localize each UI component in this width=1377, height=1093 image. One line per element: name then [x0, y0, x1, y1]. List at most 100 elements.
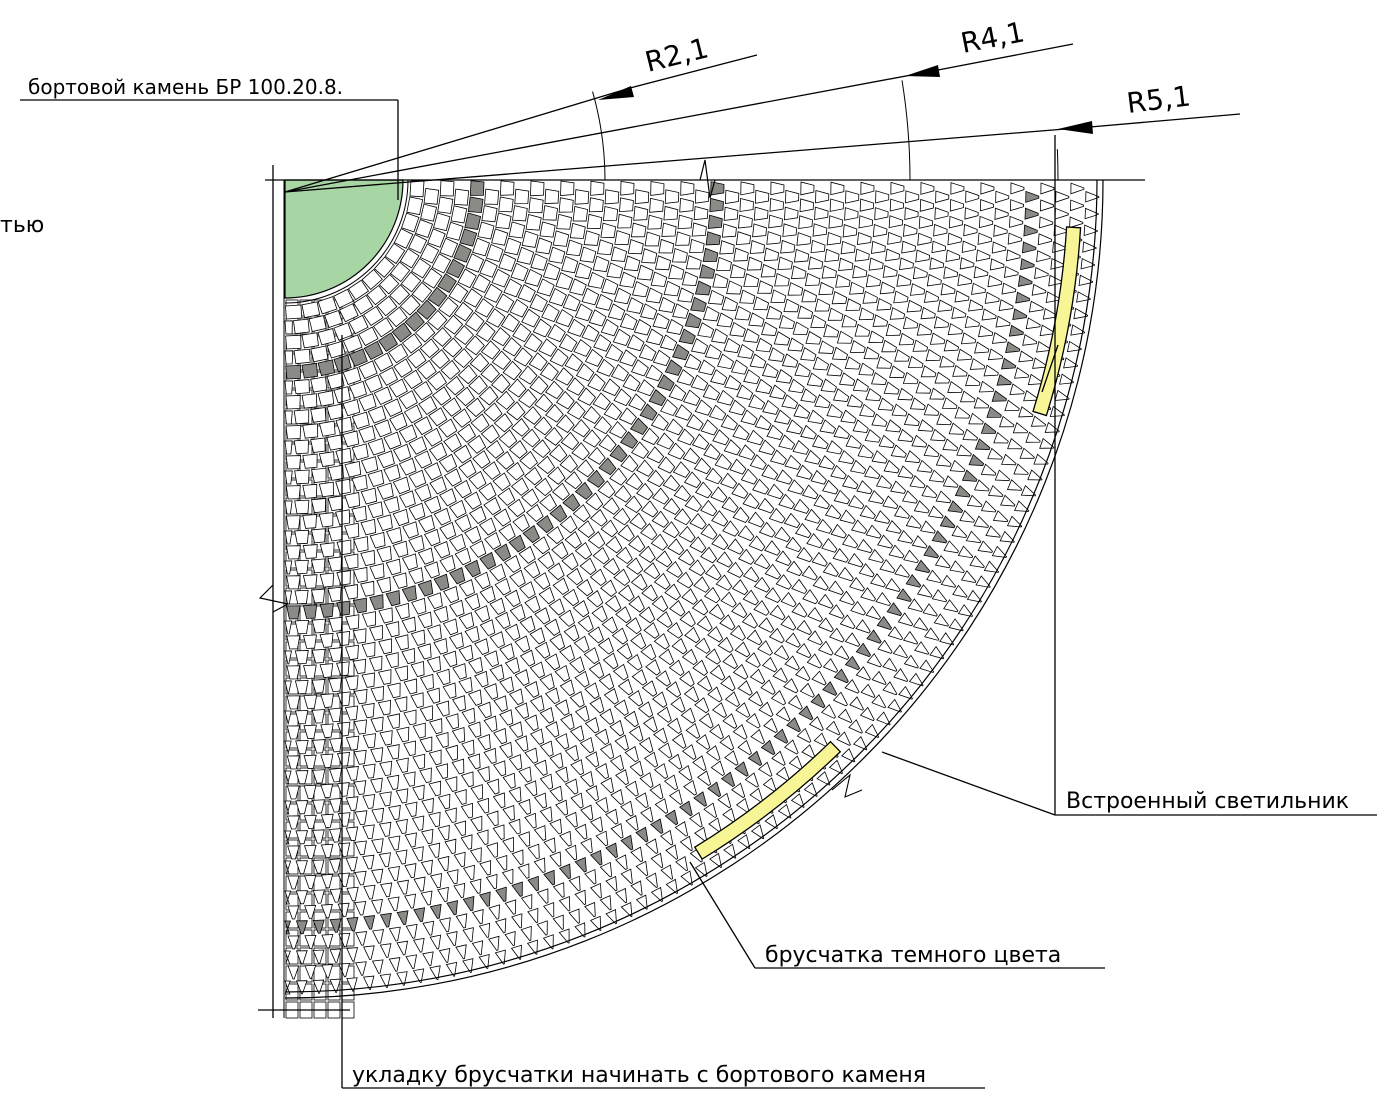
paver — [444, 807, 457, 824]
paver — [536, 278, 555, 297]
paver — [668, 264, 685, 280]
paver — [857, 444, 874, 459]
paver — [474, 571, 491, 590]
paver — [504, 623, 521, 641]
paver — [625, 815, 639, 831]
paver — [1049, 405, 1065, 417]
paver — [470, 413, 490, 433]
paver — [856, 480, 873, 495]
paver — [389, 261, 411, 283]
paver — [670, 696, 686, 713]
paver — [395, 818, 408, 835]
paver — [329, 978, 342, 993]
paver — [287, 965, 300, 980]
paver — [504, 930, 516, 947]
paver — [573, 338, 592, 357]
paver — [627, 239, 644, 255]
paver — [539, 740, 554, 757]
paver — [484, 531, 502, 550]
paver — [639, 772, 654, 789]
paver — [574, 670, 590, 688]
paver — [1084, 207, 1099, 220]
radius-leader-r21-ext — [629, 54, 758, 89]
paver — [707, 289, 725, 305]
paver — [427, 592, 443, 610]
paver — [554, 664, 570, 682]
paver — [548, 287, 567, 307]
paver — [753, 553, 771, 570]
paver — [367, 405, 387, 424]
paver — [898, 685, 913, 700]
paver — [960, 570, 977, 583]
paver — [643, 562, 661, 580]
paver — [682, 447, 701, 465]
paver — [421, 828, 434, 845]
paver — [542, 205, 558, 221]
radius-leader-r41 — [284, 69, 939, 193]
paver — [920, 520, 936, 534]
paver — [549, 348, 569, 367]
paver — [321, 934, 334, 949]
paver — [452, 663, 467, 680]
paver — [768, 627, 785, 644]
paver — [538, 338, 558, 357]
paver — [860, 587, 877, 602]
paver — [477, 766, 490, 783]
paver — [959, 390, 976, 403]
paver — [968, 412, 984, 425]
paver — [828, 604, 845, 619]
paver — [379, 730, 393, 746]
paver — [983, 364, 999, 377]
paver — [683, 471, 702, 489]
paver — [426, 656, 442, 673]
paver — [293, 348, 311, 365]
paver — [714, 453, 732, 470]
paver — [398, 457, 417, 476]
paver — [483, 715, 498, 732]
paver — [795, 642, 812, 659]
paver — [376, 576, 392, 594]
dark-paver — [598, 457, 617, 476]
paver — [605, 875, 618, 892]
paver — [494, 577, 511, 596]
paver — [1045, 291, 1061, 304]
paver — [576, 578, 594, 597]
paver — [386, 774, 400, 790]
paver — [370, 747, 384, 763]
paver — [293, 379, 310, 395]
dark-paver — [301, 362, 319, 379]
paver — [667, 538, 685, 556]
paver — [489, 563, 507, 582]
paver — [731, 482, 749, 499]
paver — [721, 223, 737, 238]
paver — [345, 614, 360, 630]
paver — [428, 749, 442, 766]
paver — [362, 794, 376, 809]
paver — [804, 449, 821, 465]
paver — [543, 902, 555, 918]
paver — [702, 384, 720, 401]
paver — [392, 572, 408, 589]
dark-paver — [980, 422, 997, 434]
paver — [626, 334, 645, 352]
paver — [1003, 265, 1019, 278]
paver — [483, 283, 503, 303]
paver — [421, 797, 434, 814]
paver — [999, 530, 1015, 543]
paver — [328, 707, 342, 723]
paver — [369, 563, 385, 580]
outer-border-arc — [284, 179, 1104, 999]
paver — [643, 751, 659, 768]
paver — [464, 311, 485, 332]
paver — [775, 550, 792, 566]
paver — [728, 399, 746, 416]
paver — [791, 578, 808, 595]
paver — [293, 409, 310, 425]
paver — [644, 231, 661, 247]
paver — [909, 397, 926, 410]
paver — [413, 416, 433, 436]
paver — [351, 474, 368, 492]
paver — [987, 348, 1004, 361]
paver — [881, 339, 897, 353]
paver — [580, 770, 594, 788]
